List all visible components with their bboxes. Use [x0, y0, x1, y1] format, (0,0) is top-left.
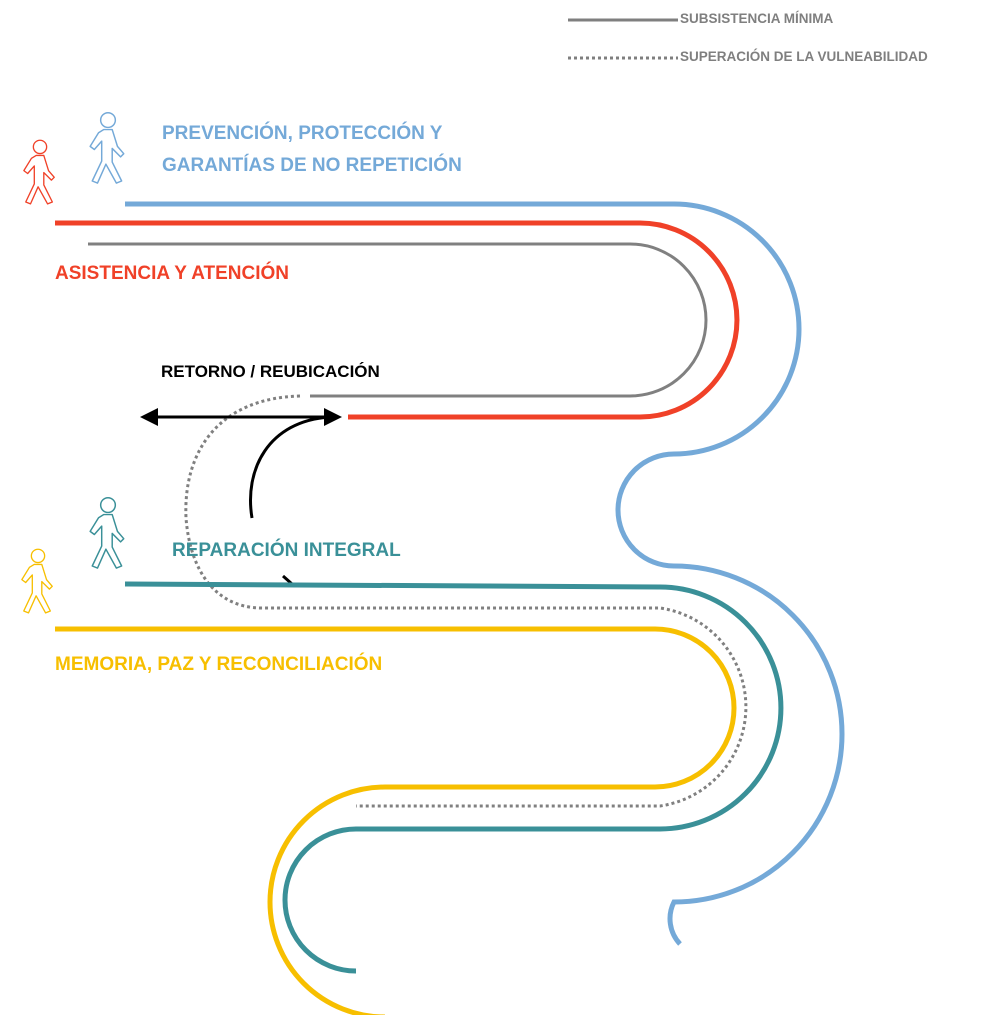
person-walking-icon: [89, 497, 125, 569]
person-walking-icon: [21, 548, 53, 614]
person-walking-icon: [23, 139, 55, 205]
arrowhead-right-icon: [324, 408, 342, 426]
label-prevencion-line2: GARANTÍAS DE NO REPETICIÓN: [162, 155, 462, 176]
arrowhead-left-icon: [140, 408, 158, 426]
label-retorno: RETORNO / REUBICACIÓN: [161, 362, 380, 381]
legend-solid-label: SUBSISTENCIA MÍNIMA: [680, 11, 834, 26]
route-subsistencia: [88, 242, 708, 398]
route-superacion: [184, 394, 748, 808]
route-prevencion: [125, 201, 845, 946]
label-memoria: MEMORIA, PAZ Y RECONCILIACIÓN: [55, 654, 383, 675]
label-prevencion-line1: PREVENCIÓN, PROTECCIÓN Y: [162, 123, 443, 144]
retorno-arc: [249, 415, 331, 519]
route-reparacion: [124, 581, 784, 974]
person-walking-icon: [89, 112, 125, 184]
legend-dotted-label: SUPERACIÓN DE LA VULNEABILIDAD: [680, 49, 928, 64]
route-asistencia: [55, 220, 740, 420]
label-reparacion: REPARACIÓN INTEGRAL: [172, 540, 401, 561]
label-asistencia: ASISTENCIA Y ATENCIÓN: [55, 263, 290, 284]
route-memoria: [55, 626, 737, 1015]
